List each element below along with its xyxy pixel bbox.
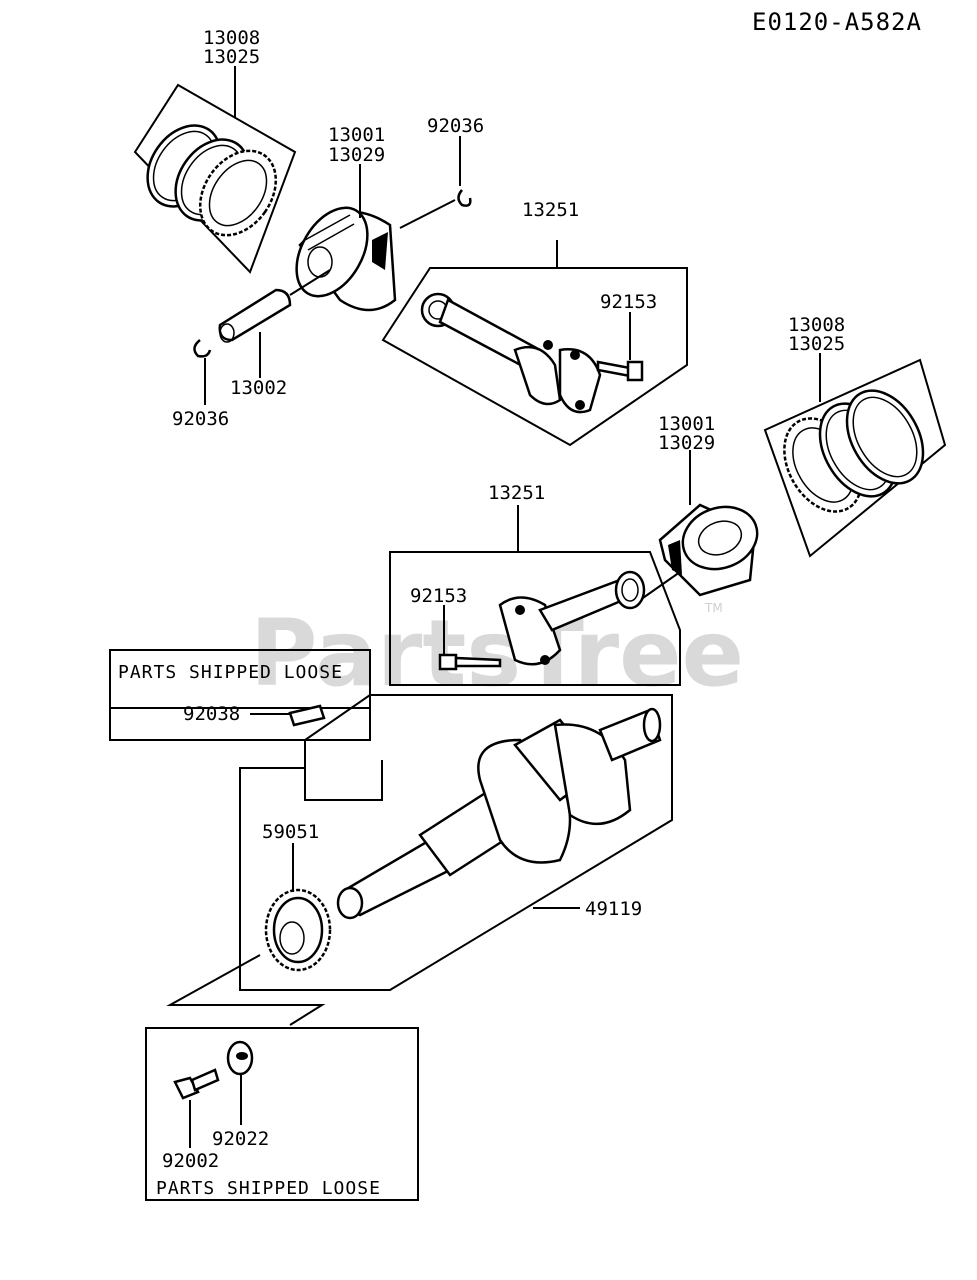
oil-ring bbox=[198, 149, 278, 237]
callout-13001-right: 13001 bbox=[658, 413, 715, 435]
callout-49119: 49119 bbox=[585, 898, 642, 920]
callout-92036-left: 92036 bbox=[172, 408, 229, 430]
watermark-tm: TM bbox=[704, 601, 723, 615]
callout-92153-mid: 92153 bbox=[410, 585, 467, 607]
callout-92002: 92002 bbox=[162, 1150, 219, 1172]
clip-top[interactable] bbox=[457, 189, 472, 207]
bolt-92002[interactable] bbox=[173, 1068, 220, 1100]
callout-92038: 92038 bbox=[183, 703, 240, 725]
callout-92022: 92022 bbox=[212, 1128, 269, 1150]
rod-mid-frame bbox=[389, 551, 681, 686]
diagram-code: E0120-A582A bbox=[752, 8, 922, 36]
piston-rings-top-group[interactable] bbox=[133, 83, 297, 274]
crankshaft-frame bbox=[239, 694, 673, 991]
piston-rings-right-group[interactable] bbox=[769, 377, 939, 525]
callout-13008-top: 13008 bbox=[203, 27, 260, 49]
connecting-rod-top[interactable] bbox=[420, 292, 602, 414]
loose-parts-label-top: PARTS SHIPPED LOOSE bbox=[118, 662, 343, 683]
loose-parts-box-bottom bbox=[145, 1027, 419, 1201]
callout-13001-top: 13001 bbox=[328, 124, 385, 146]
loose-parts-label-bottom: PARTS SHIPPED LOOSE bbox=[156, 1178, 381, 1199]
connecting-rod-mid[interactable] bbox=[498, 570, 646, 666]
piston-right[interactable] bbox=[658, 497, 766, 597]
callout-13002: 13002 bbox=[230, 377, 287, 399]
callout-13029-top: 13029 bbox=[328, 144, 385, 166]
piston-top[interactable] bbox=[282, 195, 397, 312]
crank-gear[interactable] bbox=[264, 888, 332, 972]
rod-bolt-mid[interactable] bbox=[438, 653, 502, 671]
washer-92022[interactable] bbox=[226, 1040, 254, 1076]
callout-92153-top: 92153 bbox=[600, 291, 657, 313]
piston-pin[interactable] bbox=[218, 288, 292, 343]
callout-92036-top: 92036 bbox=[427, 115, 484, 137]
rod-bolt-top[interactable] bbox=[596, 360, 644, 382]
callout-13251-mid: 13251 bbox=[488, 482, 545, 504]
callout-13025-top: 13025 bbox=[203, 46, 260, 68]
clip-left[interactable] bbox=[193, 339, 212, 358]
key-92038[interactable] bbox=[288, 704, 326, 727]
rings-right-frame bbox=[763, 358, 947, 558]
callout-59051: 59051 bbox=[262, 821, 319, 843]
callout-13008-right: 13008 bbox=[788, 314, 845, 336]
callout-13029-right: 13029 bbox=[658, 432, 715, 454]
crankshaft[interactable] bbox=[336, 707, 662, 920]
callout-13251-top: 13251 bbox=[522, 199, 579, 221]
watermark: PartsTree bbox=[250, 600, 744, 707]
rod-top-frame bbox=[381, 267, 688, 447]
callout-13025-right: 13025 bbox=[788, 333, 845, 355]
